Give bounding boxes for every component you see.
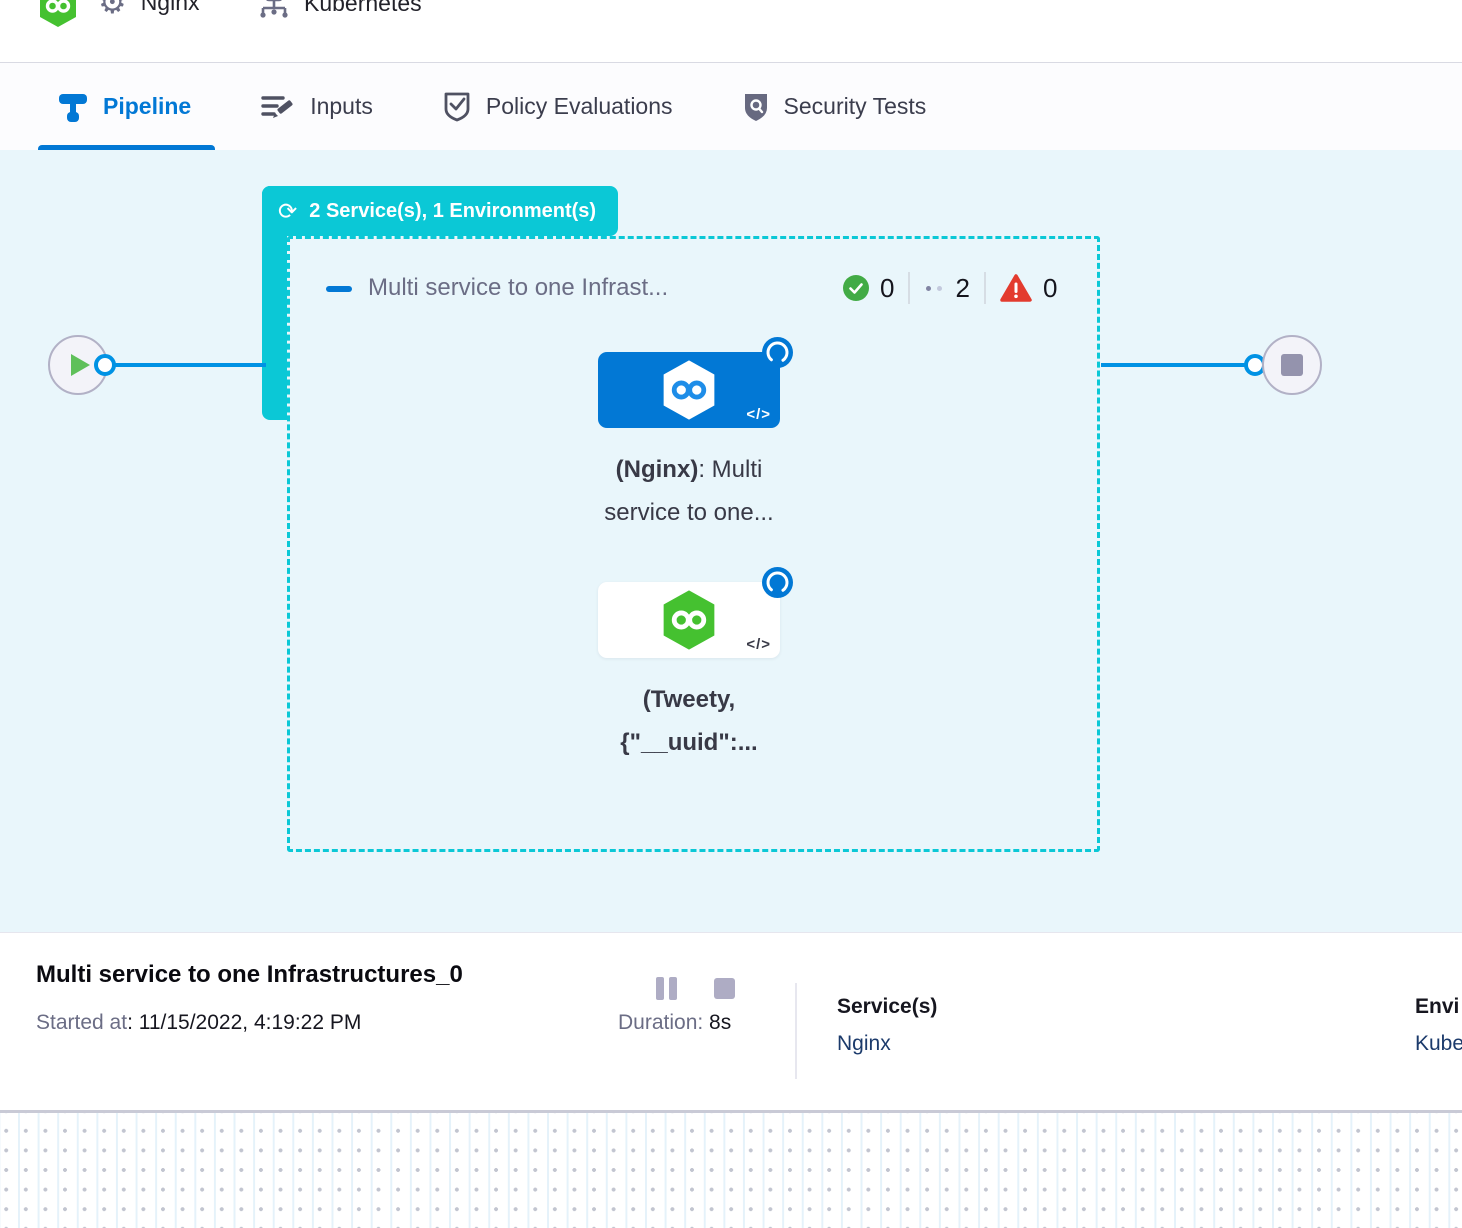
service-node-nginx-label: (Nginx): Multi service to one...	[534, 448, 844, 534]
stage-group-badge[interactable]: ⟳ 2 Service(s), 1 Environment(s)	[262, 186, 619, 236]
failed-warning-icon	[1000, 273, 1032, 302]
node-name-bold: (Nginx)	[615, 456, 699, 483]
active-tab-underline	[38, 145, 216, 150]
stage-group-container	[287, 236, 1100, 852]
environments-summary: Envi Kube	[1415, 995, 1462, 1056]
tab-pipeline-label: Pipeline	[103, 93, 192, 119]
services-summary: Service(s) Nginx	[837, 995, 937, 1056]
stage-title: Multi service to one Infrast...	[368, 274, 669, 301]
tab-inputs-label: Inputs	[310, 93, 373, 119]
footer-divider	[795, 983, 797, 1079]
service-node-tweety[interactable]: </>	[598, 567, 793, 658]
node-name-rest: : Multi	[698, 456, 763, 483]
shield-scan-icon	[744, 93, 767, 121]
pause-button[interactable]	[654, 976, 678, 1000]
stage-status-counters: 0 2 0	[843, 272, 1057, 304]
duration-label: Duration:	[618, 1011, 704, 1034]
harness-service-icon	[663, 360, 715, 420]
running-dots-icon	[926, 285, 943, 291]
service-link-nginx[interactable]: Nginx	[837, 1032, 891, 1055]
edge-stage-to-end	[1101, 363, 1253, 367]
stop-icon	[713, 977, 735, 999]
tab-inputs[interactable]: Inputs	[241, 63, 397, 150]
started-at-label: Started at	[36, 1011, 128, 1034]
edge-start-to-stage	[110, 363, 266, 367]
duration-value: 8s	[703, 1011, 732, 1034]
counter-divider	[908, 272, 911, 304]
collapse-stage-icon[interactable]	[326, 286, 352, 292]
breadcrumb-environment[interactable]: Kubernetes	[258, 0, 422, 20]
shield-check-icon	[444, 92, 470, 121]
abort-button[interactable]	[712, 976, 736, 1000]
tab-policy-evaluations[interactable]: Policy Evaluations	[423, 63, 697, 150]
pause-icon	[668, 976, 677, 1000]
environment-cluster-icon	[260, 0, 288, 18]
pipeline-canvas: ⟳ 2 Service(s), 1 Environment(s) Multi s…	[0, 150, 1462, 932]
breadcrumb: ⚙ Nginx Kubernetes	[0, 0, 1462, 63]
stop-icon	[1281, 354, 1303, 376]
pipeline-name: Nginx	[140, 0, 200, 15]
execution-title: Multi service to one Infrastructures_0	[36, 961, 463, 988]
tab-security-tests[interactable]: Security Tests	[723, 63, 951, 150]
execution-summary-bar: Multi service to one Infrastructures_0 S…	[0, 932, 1462, 1110]
running-spinner-icon	[762, 337, 793, 368]
running-spinner-icon	[762, 567, 793, 598]
pause-icon	[655, 976, 664, 1000]
tab-policy-evaluations-label: Policy Evaluations	[485, 93, 673, 119]
node-name-line1: (Tweety,	[642, 686, 736, 713]
success-count: 0	[880, 272, 895, 303]
harness-hexagon-icon	[40, 0, 76, 27]
gear-icon: ⚙	[98, 0, 127, 20]
breadcrumb-pipeline[interactable]: ⚙ Nginx	[98, 0, 200, 18]
started-at-value: : 11/15/2022, 4:19:22 PM	[127, 1011, 362, 1034]
duration: Duration: 8s	[618, 1011, 731, 1035]
console-grid-area	[0, 1110, 1462, 1228]
started-at: Started at: 11/15/2022, 4:19:22 PM	[36, 1011, 361, 1035]
tab-pipeline[interactable]: Pipeline	[38, 63, 216, 150]
failed-count: 0	[1042, 272, 1058, 303]
tab-bar: Pipeline Inputs Policy Evaluations	[0, 63, 1462, 150]
tab-security-tests-label: Security Tests	[783, 93, 927, 119]
harness-logo[interactable]	[38, 0, 78, 28]
harness-service-icon	[663, 590, 715, 650]
environment-name: Kubernetes	[304, 0, 422, 16]
start-port-connector[interactable]	[94, 354, 116, 376]
stage-group-badge-label: 2 Service(s), 1 Environment(s)	[309, 199, 597, 222]
service-node-nginx[interactable]: </>	[598, 337, 793, 428]
pipeline-end-node[interactable]	[1262, 335, 1322, 395]
loop-icon: ⟳	[278, 197, 298, 224]
pipeline-icon	[59, 93, 87, 122]
node-name-line2: {"__uuid":...	[620, 729, 758, 756]
environment-link-kubernetes[interactable]: Kube	[1415, 1032, 1462, 1055]
running-count: 2	[955, 272, 970, 303]
code-icon: </>	[746, 636, 771, 653]
success-check-icon	[843, 275, 869, 301]
inputs-icon	[261, 95, 293, 118]
code-icon: </>	[746, 406, 771, 423]
service-node-tweety-label: (Tweety, {"__uuid":...	[534, 678, 844, 764]
play-icon	[71, 354, 90, 376]
environments-label: Envi	[1415, 995, 1460, 1018]
services-label: Service(s)	[837, 995, 938, 1018]
node-name-line2: service to one...	[604, 499, 774, 526]
counter-divider	[983, 272, 986, 304]
